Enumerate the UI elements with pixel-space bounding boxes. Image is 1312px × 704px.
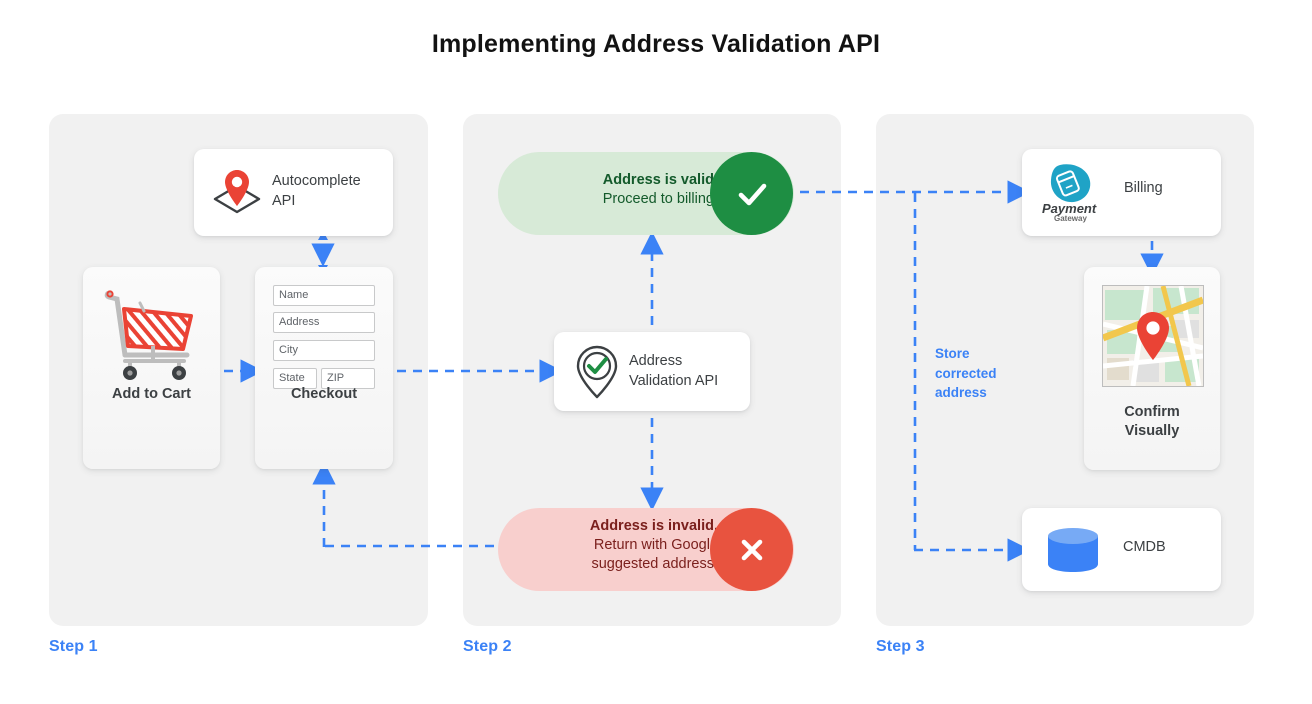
svg-text:Gateway: Gateway [1054,214,1087,223]
step-1-label: Step 1 [49,638,98,655]
address-invalid-detail-2: suggested address. [591,556,718,572]
address-invalid-detail-1: Return with Google [593,537,718,553]
city-field[interactable]: City [273,340,375,361]
database-cylinder-icon [1042,526,1104,574]
billing-card[interactable]: Payment Gateway Billing [1022,149,1221,236]
store-note-line3: address [935,385,987,400]
validation-label-line1: Address [629,353,683,369]
store-note-line2: corrected [935,365,997,381]
address-validation-api-card[interactable]: Address Validation API [554,332,750,411]
svg-text:Payment: Payment [1042,201,1097,216]
state-field[interactable]: State [273,368,317,389]
confirm-label-line2: Visually [1124,423,1180,439]
address-validation-api-label: Address Validation API [629,351,747,391]
checkout-label: Checkout [290,386,358,402]
close-x-icon [741,539,762,560]
address-field[interactable]: Address [273,312,375,333]
location-pin-diamond-icon [209,166,265,220]
confirm-label-line1: Confirm [1124,404,1180,420]
validation-label-line2: Validation API [629,373,719,389]
invalid-close-badge [710,508,793,591]
pin-check-icon [570,344,624,400]
step-2-label: Step 2 [463,638,512,655]
address-valid-headline: Address is valid. [602,172,718,188]
name-field[interactable]: Name [273,285,375,306]
confirm-visually-card[interactable]: Confirm Visually [1084,267,1220,470]
address-valid-detail: Proceed to billing. [602,191,718,207]
map-thumbnail-icon [1102,285,1204,387]
address-invalid-text: Address is invalid. Return with Google s… [518,517,718,574]
confirm-visually-label: Confirm Visually [1084,403,1220,441]
address-valid-text: Address is valid. Proceed to billing. [518,171,718,209]
cmdb-card[interactable]: CMDB [1022,508,1221,591]
zip-field[interactable]: ZIP [321,368,375,389]
page-title: Implementing Address Validation API [431,30,881,58]
add-to-cart-label: Add to Cart [112,386,191,402]
check-icon [738,183,766,205]
autocomplete-api-label: Autocomplete API [272,173,361,209]
valid-check-badge [710,152,793,235]
step-3-label: Step 3 [876,638,925,655]
shopping-cart-icon [103,283,201,383]
billing-label: Billing [1124,180,1163,196]
store-note-line1: Store [935,346,970,361]
add-to-cart-card[interactable]: Add to Cart [83,267,220,469]
checkout-card[interactable]: Name Address City State ZIP Checkout [255,267,393,469]
cmdb-label: CMDB [1123,539,1166,555]
address-invalid-headline: Address is invalid. [589,518,718,534]
store-corrected-address-note: Store corrected address [935,344,1027,403]
autocomplete-api-card[interactable]: Autocomplete API [194,149,393,236]
payment-gateway-icon: Payment Gateway [1040,161,1120,223]
